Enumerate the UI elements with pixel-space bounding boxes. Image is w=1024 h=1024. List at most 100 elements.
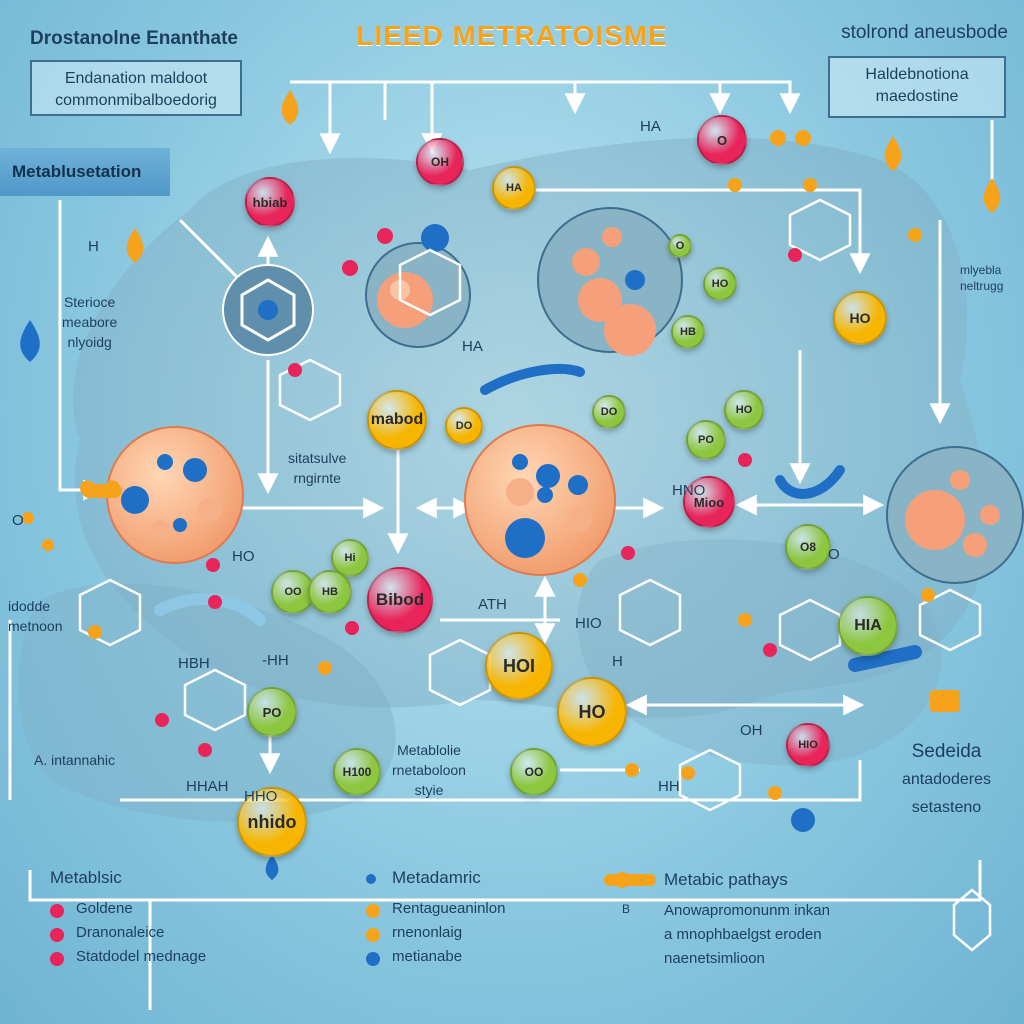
label-line: Sedeida <box>911 741 982 762</box>
label-line: meabore <box>62 314 118 330</box>
page-title: LIEED METRATOISME <box>356 20 668 51</box>
chemical-label: HH <box>658 778 680 795</box>
molecule-node: DO <box>445 407 483 445</box>
molecule-node: PO <box>247 687 297 737</box>
legend-red-dot <box>50 952 64 966</box>
molecule-node: Bibod <box>367 567 433 633</box>
chemical-label: HNO <box>672 482 706 499</box>
chemical-label: HHO <box>244 788 278 805</box>
hexagon-unit <box>222 264 314 356</box>
label-line: nlyoidg <box>67 334 112 350</box>
legend-red-dot <box>50 904 64 918</box>
legend-blue-dot <box>366 874 376 884</box>
top-right-box: Haldebnotiona maedostine <box>828 56 1006 118</box>
chemical-label: OH <box>740 722 763 739</box>
label-line: setasteno <box>911 799 982 816</box>
top-left-caption: Drostanolne Enanthate <box>30 28 238 49</box>
molecule-node: nhido <box>237 787 307 857</box>
molecule-node: HB <box>308 570 352 614</box>
legend-orange-dot <box>366 928 380 942</box>
box-line: Haldebnotiona <box>865 66 969 83</box>
molecule-node: Hi <box>331 539 369 577</box>
legend-item: Goldene <box>76 900 133 917</box>
molecule-node: HO <box>557 677 627 747</box>
label-line: neltrugg <box>960 279 1004 293</box>
molecule-node: Mioo <box>683 476 735 528</box>
molecule-node: O8 <box>785 524 831 570</box>
chemical-label: H <box>88 238 99 255</box>
molecule-node: hbiab <box>245 177 295 227</box>
label-line: styie <box>414 782 444 798</box>
chemical-label: HA <box>640 118 661 135</box>
legend-item: Rentagueaninlon <box>392 900 506 917</box>
molecule-node: O <box>697 115 747 165</box>
legend-red-dot <box>50 928 64 942</box>
left-bottom-label: A. intannahic <box>34 752 115 768</box>
molecule-node: HO <box>833 291 887 345</box>
legend-item: naenetsimlioon <box>664 950 765 967</box>
label-line: antadoderes <box>902 771 991 788</box>
left-mid-label: Sterioce meabore nlyoidg <box>62 292 117 352</box>
chemical-label: HIO <box>575 615 602 632</box>
box-line: maedostine <box>875 88 959 105</box>
label-line: Sterioce <box>63 294 116 310</box>
label-line: metnoon <box>8 618 63 634</box>
legend-item: rnenonlaig <box>392 924 463 941</box>
legend-blue-dot <box>366 952 380 966</box>
top-left-box: Endanation maldoot commonmibalboedorig <box>30 60 242 116</box>
molecule-node: HIO <box>786 723 830 767</box>
right-mid-label: mlyebla neltrugg <box>960 262 1003 294</box>
cell-center <box>464 424 616 576</box>
legend-col3-title: Metabic pathays <box>664 870 788 889</box>
box-line: commonmibalboedorig <box>55 92 217 109</box>
molecule-node: HIA <box>838 596 898 656</box>
chemical-label: HHAH <box>186 778 229 795</box>
chemical-label: ATH <box>478 596 507 613</box>
chemical-label: O <box>828 546 840 563</box>
legend-item: a mnophbaelgst eroden <box>664 926 822 943</box>
chemical-label: O <box>12 512 24 529</box>
cell-left <box>106 426 244 564</box>
chemical-label: HA <box>462 338 483 355</box>
legend-item: Anowapromonunm inkan <box>664 902 830 919</box>
legend-marker: B <box>622 902 631 916</box>
molecule-node: HO <box>724 390 764 430</box>
center-lower-label: Metablolie rnetaboloon styie <box>392 740 466 800</box>
chemical-label: -HH <box>262 652 289 669</box>
molecule-node: HO <box>703 267 737 301</box>
label-line: sitatsulve <box>288 450 347 466</box>
cell-upper-center <box>537 207 683 356</box>
label-line: rnetaboloon <box>392 762 466 778</box>
center-mid-label: sitatsulve rngirnte <box>288 448 346 488</box>
hi-tag <box>930 690 960 712</box>
legend-orange-dot <box>366 904 380 918</box>
molecule-node: HB <box>671 315 705 349</box>
chemical-label: H <box>612 653 623 670</box>
molecule-node: OH <box>416 138 464 186</box>
cell-right <box>886 446 1024 584</box>
molecule-node: PO <box>686 420 726 460</box>
legend-col1-title: Metablsic <box>50 868 122 887</box>
label-line: rngirnte <box>293 470 341 486</box>
molecule-node: HOI <box>485 632 553 700</box>
legend-item: metianabe <box>392 948 463 965</box>
section-banner: Metablusetation <box>0 148 170 196</box>
molecule-node: O <box>668 234 692 258</box>
label-line: idodde <box>8 598 51 614</box>
box-line: Endanation maldoot <box>64 70 208 87</box>
molecule-node: HA <box>492 166 536 210</box>
pathway-lines <box>8 80 994 1010</box>
top-right-caption: stolrond aneusbode <box>841 22 1008 43</box>
molecule-node: DO <box>592 395 626 429</box>
molecule-node: OO <box>510 748 558 796</box>
molecule-node: H100 <box>333 748 381 796</box>
bone-icon-bottom <box>80 480 120 496</box>
droplet-icons <box>20 90 1001 880</box>
molecule-node: mabod <box>367 390 427 450</box>
right-bottom-label: Sedeida antadoderes setasteno <box>902 738 991 822</box>
legend-item: Dranonaleice <box>76 924 165 941</box>
label-line: Metablolie <box>397 742 461 758</box>
chemical-label: HBH <box>178 655 210 672</box>
left-low-label: idodde metnoon <box>8 596 62 636</box>
